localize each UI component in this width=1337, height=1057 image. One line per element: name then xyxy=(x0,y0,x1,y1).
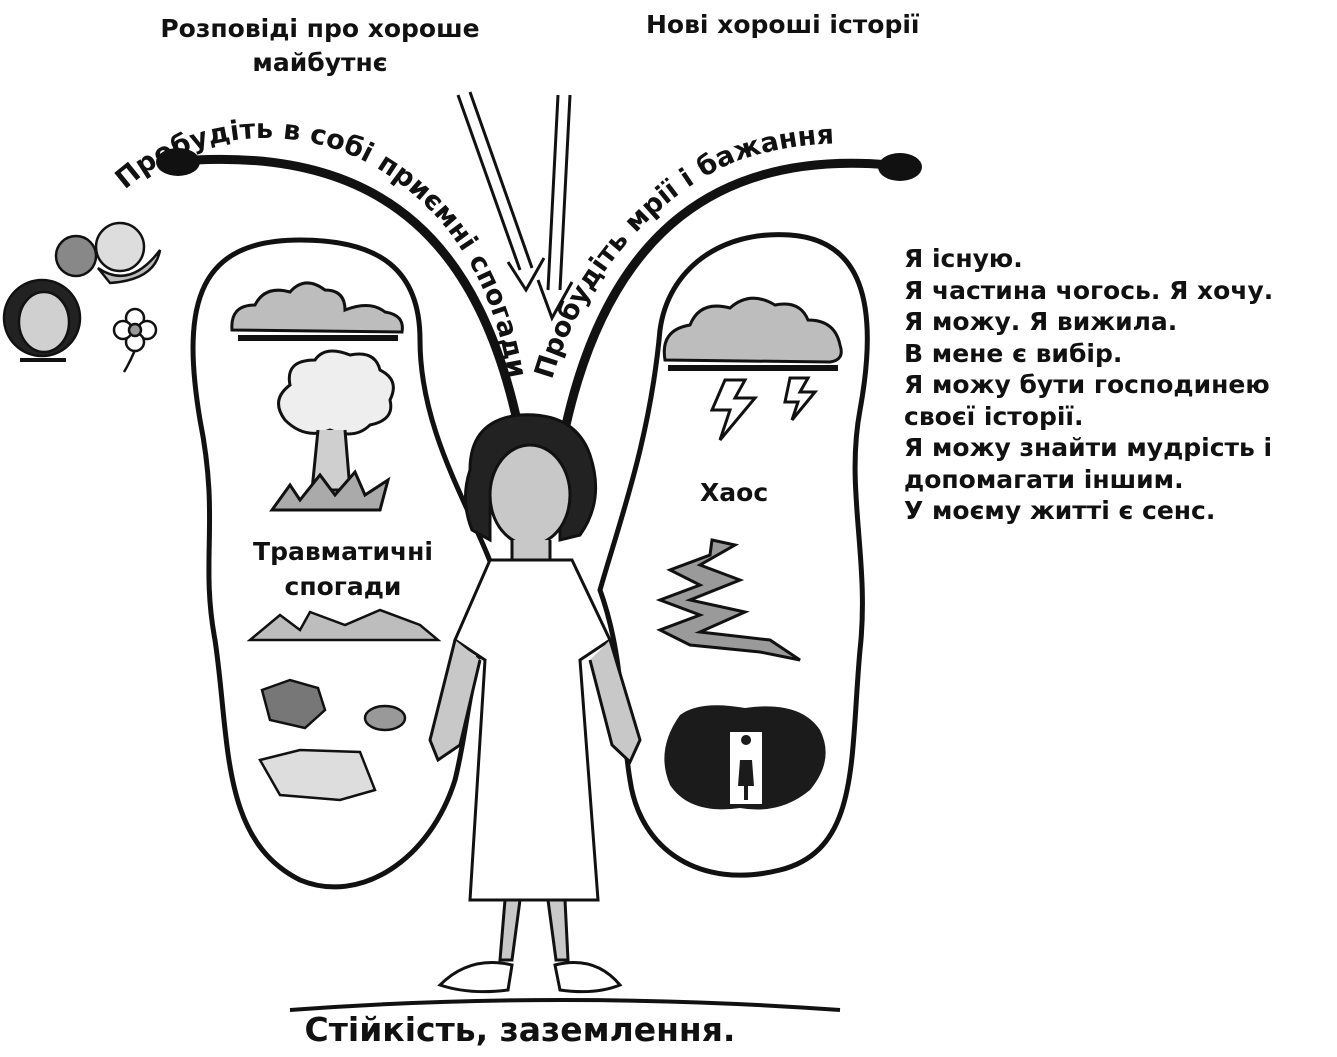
grounding-caption: Стійкість, заземлення. xyxy=(270,1010,770,1049)
affirmation-line: Я існую. xyxy=(904,243,1334,275)
affirmation-line: Я можу знайти мудрість і xyxy=(904,432,1334,464)
flower-icon xyxy=(114,309,156,372)
ground-line xyxy=(290,1000,840,1010)
fruit-icon xyxy=(56,223,160,283)
door-icon xyxy=(664,705,825,809)
affirmation-line: Я частина чогось. Я хочу. xyxy=(904,275,1334,307)
affirmations-list: Я існую. Я частина чогось. Я хочу. Я мож… xyxy=(904,243,1334,527)
affirmation-line: Я можу бути господинею xyxy=(904,369,1334,401)
left-wing-label: Травматичні спогади xyxy=(238,534,448,604)
new-stories-label: Нові хороші історії xyxy=(646,10,919,39)
affirmation-line: У моєму житті є сенс. xyxy=(904,495,1334,527)
right-wing-label: Хаос xyxy=(700,478,768,507)
future-stories-label: Розповіді про хороше майбутнє xyxy=(130,12,510,80)
affirmation-line: В мене є вибір. xyxy=(904,338,1334,370)
affirmation-line: Я можу. Я вижила. xyxy=(904,306,1334,338)
affirmation-line: своєї історії. xyxy=(904,401,1334,433)
woman-face-icon xyxy=(4,280,80,360)
affirmation-line: допомагати іншим. xyxy=(904,464,1334,496)
